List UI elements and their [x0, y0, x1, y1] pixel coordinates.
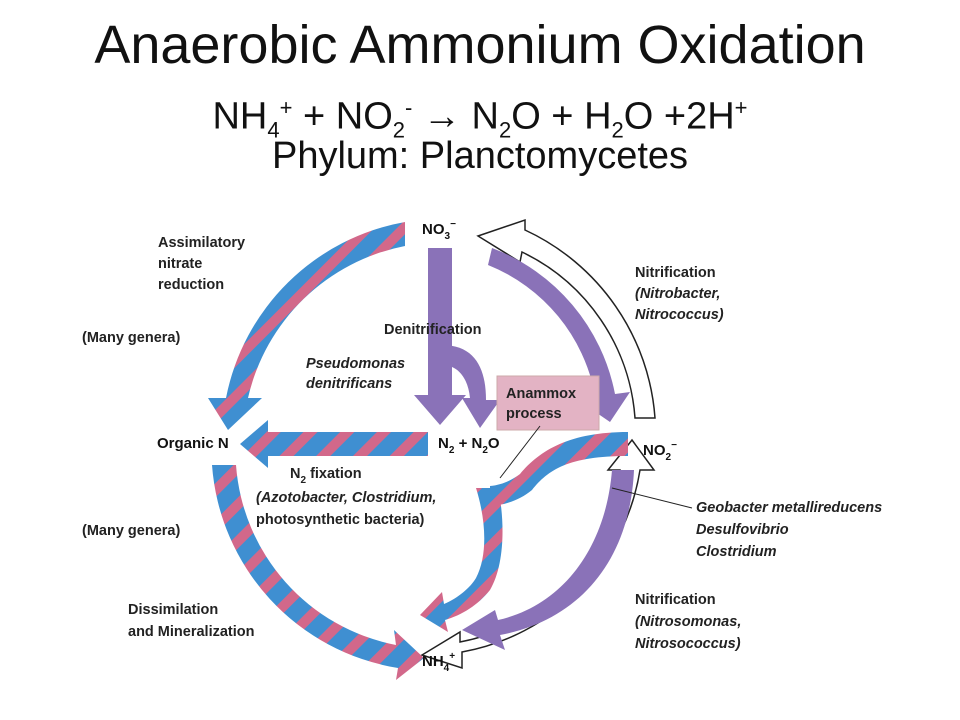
dissimilation-arrow: [212, 465, 424, 680]
node-no2: NO2−: [643, 440, 677, 463]
node-nh4: NH4+: [422, 651, 455, 674]
anammox-arrow-upper: [490, 432, 628, 506]
geobacter-pointer-line: [611, 487, 693, 509]
no2-to-nh4-arrow: [462, 470, 634, 650]
phylum-subtitle: Phylum: Planctomycetes: [271, 135, 689, 177]
anammox-box: [496, 375, 600, 431]
assimilatory-arrow: [208, 222, 405, 430]
nitrification-top-arrow: [476, 218, 656, 419]
denitrification-label: Denitrification: [384, 322, 481, 338]
n2-fixation-arrow: [240, 420, 428, 468]
n2-fixation-label: N2 fixation: [290, 466, 362, 486]
many-genera-bottom-label: (Many genera): [82, 523, 180, 539]
node-n2-n2o: N2 + N2O: [438, 435, 500, 456]
nitrification-bottom-label: Nitrification(Nitrosomonas,Nitrosococcus…: [635, 592, 741, 652]
anammox-pointer-line: [499, 425, 541, 479]
striped-arrows: [208, 222, 628, 680]
many-genera-top-label: (Many genera): [82, 330, 180, 346]
reaction-equation: NH4+ + NO2- → N2O + H2O +2H+: [212, 95, 748, 143]
node-no3: NO3−: [422, 219, 456, 242]
n2-fixation-organisms-label: (Azotobacter, Clostridium,photosynthetic…: [256, 490, 436, 528]
denitrification-arrow: [414, 248, 466, 425]
pseudomonas-arrow: [442, 345, 500, 428]
nitrification-top-label: Nitrification(Nitrobacter,Nitrococcus): [635, 265, 724, 323]
page-title: Anaerobic Ammonium Oxidation: [94, 15, 866, 75]
anammox-arrow-lower: [420, 488, 503, 632]
node-organic-n: Organic N: [157, 435, 229, 452]
